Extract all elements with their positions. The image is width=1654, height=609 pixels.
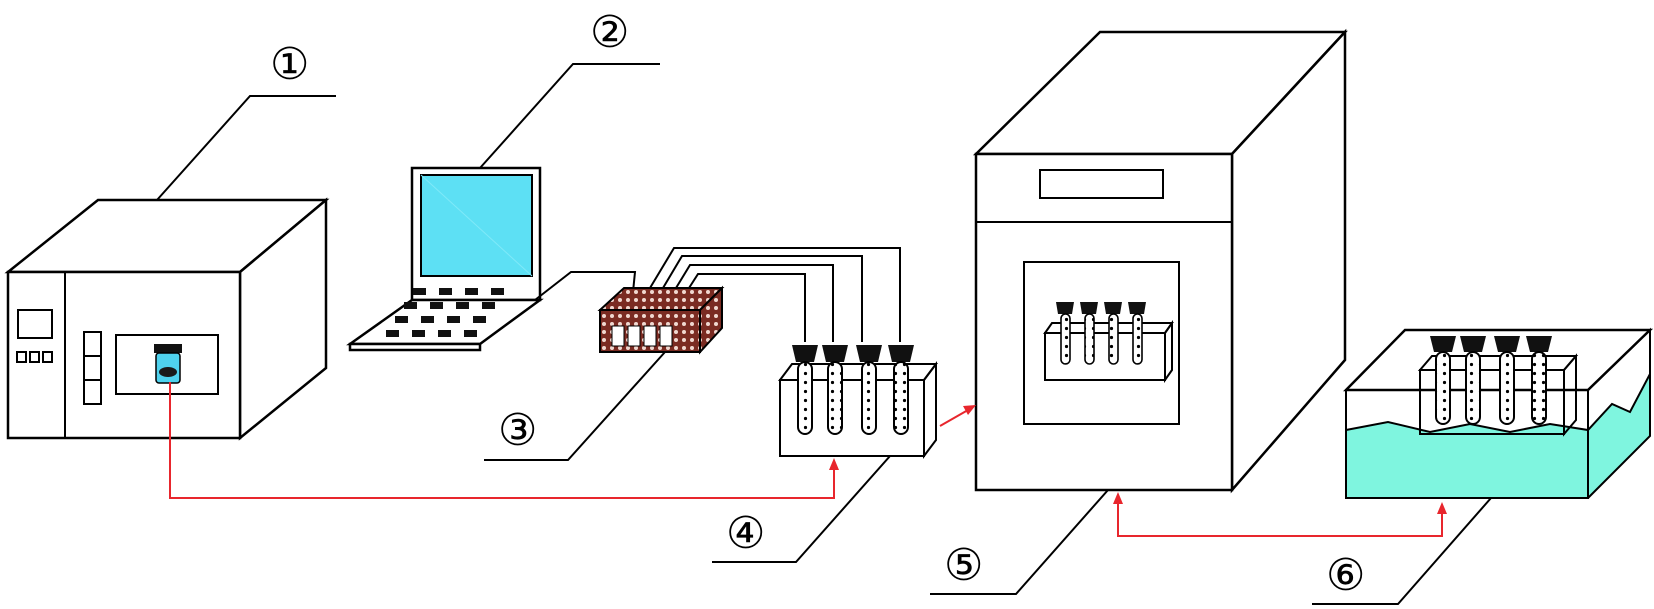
label-5: ⑤ bbox=[944, 540, 983, 591]
label-1: ① bbox=[270, 39, 309, 90]
label-2: ② bbox=[590, 7, 629, 58]
probe-wires bbox=[649, 247, 901, 342]
leader-2 bbox=[479, 63, 660, 169]
keyboard-keys bbox=[386, 288, 504, 337]
flow-arrows bbox=[169, 382, 1447, 537]
vial-icon bbox=[154, 344, 182, 384]
oven-window bbox=[1023, 261, 1180, 425]
arrow-rack-to-oven bbox=[939, 409, 969, 427]
water-bath-icon bbox=[1343, 327, 1654, 499]
laptop-icon bbox=[346, 166, 544, 352]
sample-window bbox=[115, 334, 219, 395]
multichannel-hub-icon bbox=[597, 285, 725, 355]
tube-set-oven bbox=[1056, 302, 1146, 365]
tube-rack-icon bbox=[778, 345, 938, 459]
data-cable bbox=[534, 271, 637, 301]
arrow-oven-bath bbox=[1117, 500, 1443, 537]
leader-lines bbox=[156, 63, 1492, 605]
tube-set-bath bbox=[1430, 336, 1552, 425]
leader-1 bbox=[156, 95, 336, 201]
tube-set-rack bbox=[792, 345, 914, 435]
display-panel bbox=[17, 309, 53, 339]
leader-6 bbox=[1312, 497, 1492, 605]
leader-3 bbox=[484, 351, 666, 461]
instrument-unit bbox=[4, 197, 330, 441]
label-4: ④ bbox=[726, 508, 765, 559]
label-6: ⑥ bbox=[1326, 550, 1365, 601]
control-strip bbox=[83, 331, 102, 405]
label-3: ③ bbox=[498, 405, 537, 456]
leader-5 bbox=[930, 489, 1109, 595]
oven-icon bbox=[972, 28, 1348, 494]
leader-4 bbox=[712, 455, 891, 563]
oven-display bbox=[1039, 169, 1164, 199]
arrow-instrument-to-rack bbox=[169, 382, 835, 499]
